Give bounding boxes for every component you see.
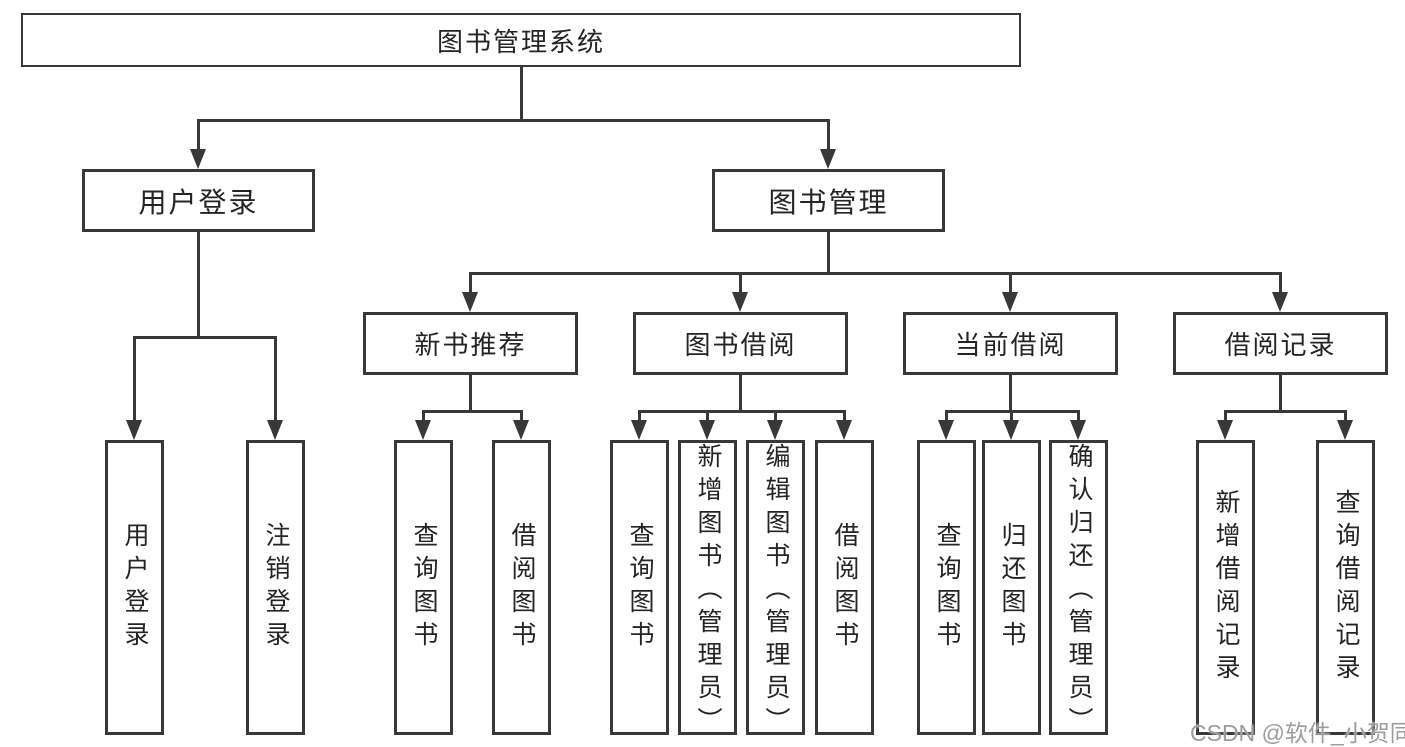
connector-borrowing-stem <box>739 375 742 410</box>
connector-userlogin-stem <box>197 232 200 336</box>
arrowhead-down-icon <box>415 420 431 440</box>
connector-borrowing-drop-1 <box>638 410 641 422</box>
leaf-return-books: 归还图书 <box>982 440 1041 735</box>
connector-bookmgmt-drop-4 <box>1279 272 1282 293</box>
connector-bookmgmt-drop-3 <box>1009 272 1012 293</box>
connector-root-drop-left <box>197 119 200 151</box>
connector-borrowing-rail <box>638 410 846 413</box>
arrowhead-down-icon <box>699 420 715 440</box>
leaf-user-login: 用户登录 <box>105 440 164 735</box>
node-borrow-records: 借阅记录 <box>1173 312 1388 375</box>
arrowhead-down-icon <box>767 420 783 440</box>
connector-current-drop-3 <box>1077 410 1080 422</box>
connector-borrowing-drop-4 <box>843 410 846 422</box>
connector-bookmgmt-rail <box>469 272 1282 275</box>
connector-userlogin-rail <box>133 336 277 339</box>
connector-userlogin-drop-1 <box>133 336 136 422</box>
leaf-add-borrow-record: 新增借阅记录 <box>1196 440 1255 735</box>
connector-current-drop-1 <box>945 410 948 422</box>
connector-borrowing-drop-2 <box>706 410 709 422</box>
connector-newbook-drop-1 <box>422 410 425 422</box>
leaf-query-borrow-record: 查询借阅记录 <box>1316 440 1375 735</box>
leaf-borrow-books: 借阅图书 <box>815 440 874 735</box>
connector-newbook-stem <box>469 375 472 410</box>
connector-records-drop-2 <box>1344 410 1347 422</box>
connector-root-rail <box>197 119 830 122</box>
arrowhead-down-icon <box>513 420 529 440</box>
arrowhead-down-icon <box>1272 292 1288 312</box>
arrowhead-down-icon <box>462 292 478 312</box>
connector-records-drop-1 <box>1224 410 1227 422</box>
arrowhead-down-icon <box>631 420 647 440</box>
arrowhead-down-icon <box>190 149 206 169</box>
connector-userlogin-drop-2 <box>274 336 277 422</box>
connector-borrowing-drop-3 <box>774 410 777 422</box>
leaf-query-books-recommend: 查询图书 <box>394 440 453 735</box>
arrowhead-down-icon <box>836 420 852 440</box>
leaf-edit-books-admin: 编辑图书（管理员） <box>746 440 805 740</box>
node-user-login: 用户登录 <box>82 169 315 232</box>
connector-records-stem <box>1279 375 1282 410</box>
leaf-query-books-current: 查询图书 <box>917 440 976 735</box>
node-book-borrowing: 图书借阅 <box>633 312 848 375</box>
connector-bookmgmt-drop-2 <box>739 272 742 293</box>
connector-newbook-drop-2 <box>520 410 523 422</box>
arrowhead-down-icon <box>732 292 748 312</box>
arrowhead-down-icon <box>1337 420 1353 440</box>
node-library-management-system: 图书管理系统 <box>21 13 1021 67</box>
connector-root-stem <box>520 67 523 119</box>
arrowhead-down-icon <box>126 420 142 440</box>
node-current-borrowing: 当前借阅 <box>903 312 1118 375</box>
csdn-watermark: CSDN @软件_小贺同学 <box>1190 720 1405 746</box>
connector-current-stem <box>1009 375 1012 410</box>
leaf-query-books-borrowing: 查询图书 <box>610 440 669 735</box>
leaf-logout: 注销登录 <box>246 440 305 735</box>
arrowhead-down-icon <box>820 149 836 169</box>
connector-bookmgmt-stem <box>827 232 830 272</box>
arrowhead-down-icon <box>938 420 954 440</box>
node-new-book-recommend: 新书推荐 <box>363 312 578 375</box>
connector-newbook-rail <box>422 410 523 413</box>
arrowhead-down-icon <box>1003 420 1019 440</box>
node-book-management: 图书管理 <box>712 169 945 232</box>
arrowhead-down-icon <box>267 420 283 440</box>
connector-current-drop-2 <box>1010 410 1013 422</box>
connector-records-rail <box>1224 410 1347 413</box>
arrowhead-down-icon <box>1002 292 1018 312</box>
leaf-add-books-admin: 新增图书（管理员） <box>678 440 737 740</box>
arrowhead-down-icon <box>1070 420 1086 440</box>
leaf-confirm-return-admin: 确认归还（管理员） <box>1049 440 1108 740</box>
arrowhead-down-icon <box>1217 420 1233 440</box>
connector-root-drop-right <box>827 119 830 151</box>
connector-bookmgmt-drop-1 <box>469 272 472 293</box>
leaf-borrow-books-recommend: 借阅图书 <box>492 440 551 735</box>
